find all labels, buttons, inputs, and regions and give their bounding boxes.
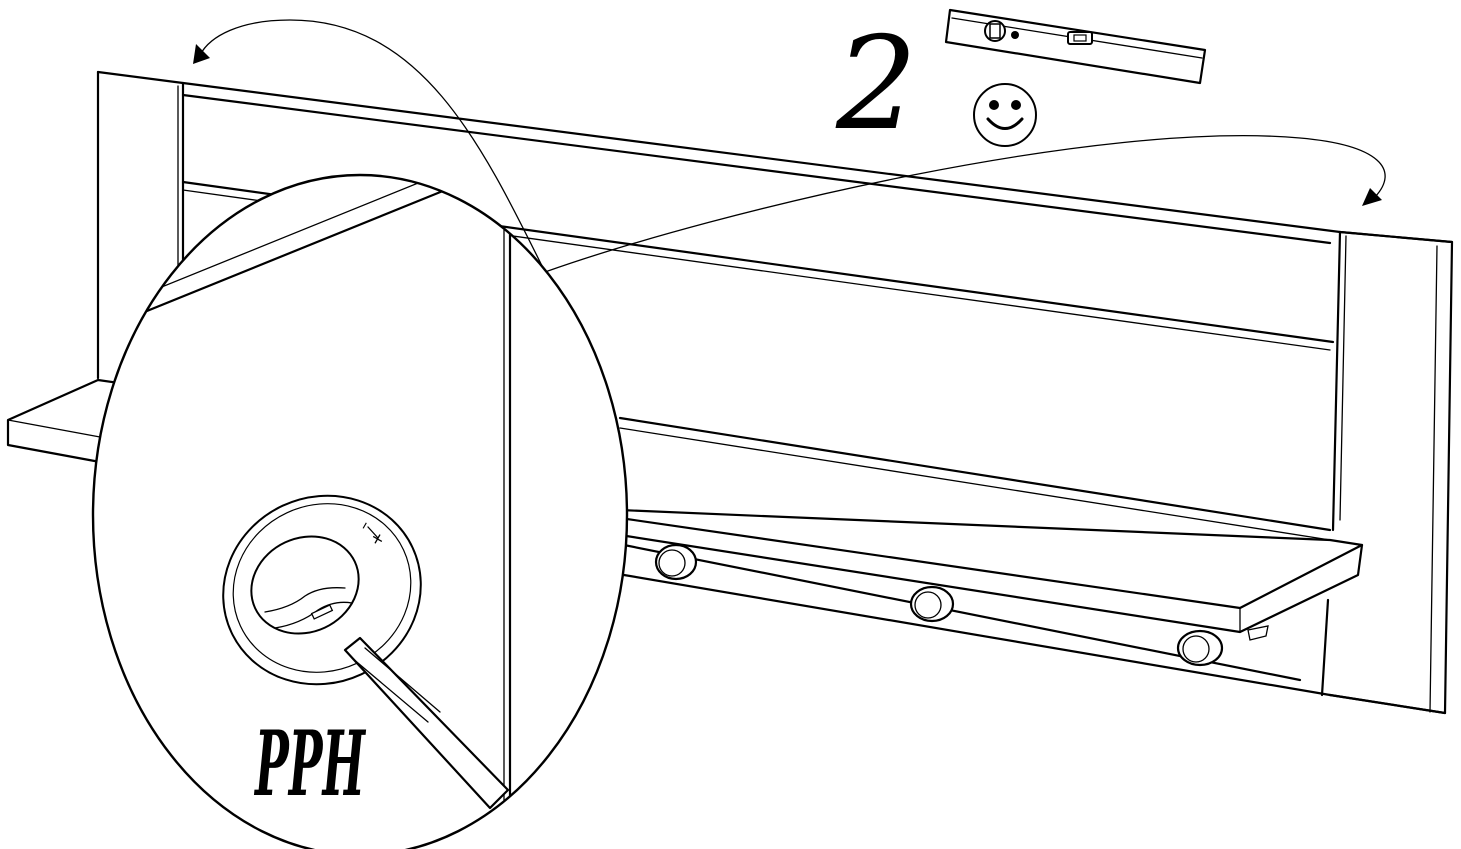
step-number: 2 xyxy=(835,10,917,159)
spirit-level-icon xyxy=(944,8,1207,85)
curved-arrow-icon xyxy=(193,19,546,273)
smiley-face-icon xyxy=(973,83,1037,147)
peg-1 xyxy=(654,543,698,581)
hanger-adjuster: – + xyxy=(222,494,422,686)
curved-arrow-icon xyxy=(544,135,1386,273)
flat-screwdriver-icon xyxy=(343,636,510,810)
shelf-right-end xyxy=(618,508,1364,641)
pph-symbol: PPH xyxy=(254,711,367,817)
peg-2 xyxy=(909,585,955,623)
magnified-detail: – + PPH xyxy=(91,173,629,849)
peg-3 xyxy=(1176,629,1224,667)
